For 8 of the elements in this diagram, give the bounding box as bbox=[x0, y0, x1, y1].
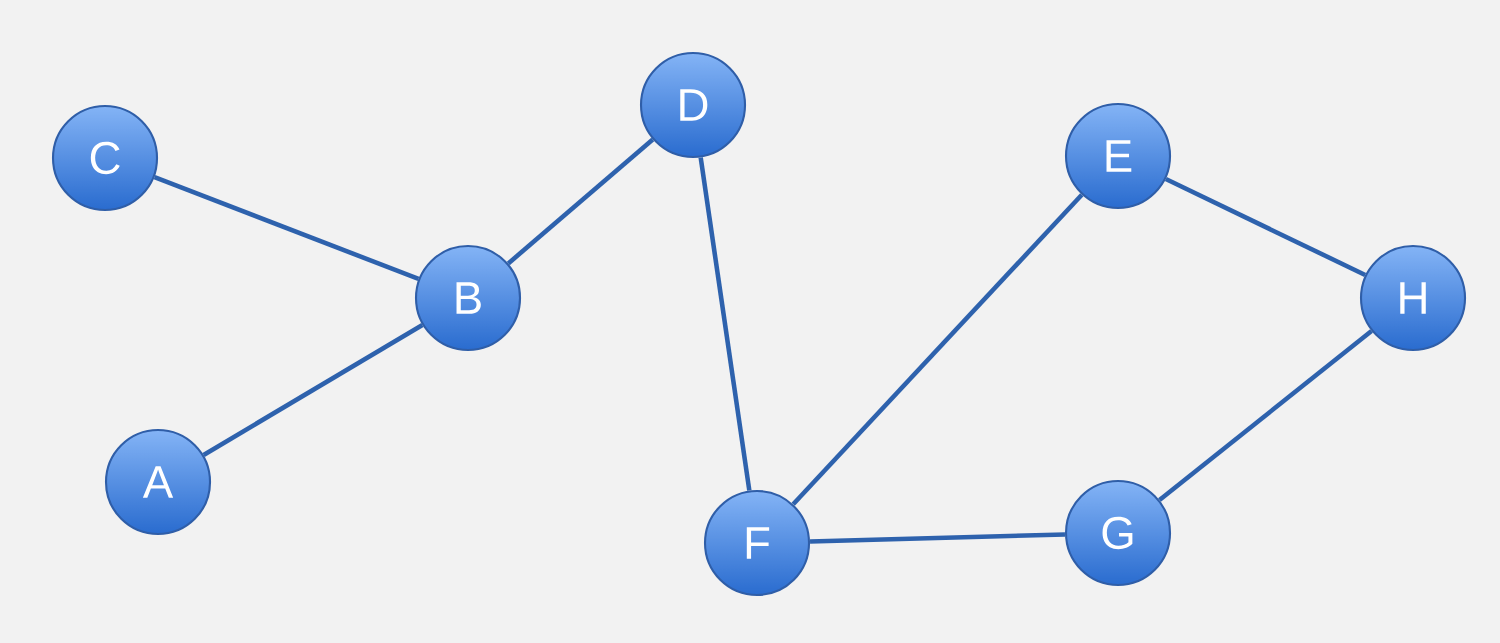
connector-line bbox=[1158, 329, 1373, 502]
connector-line bbox=[698, 157, 752, 491]
connector-line bbox=[506, 137, 655, 266]
connector-line bbox=[153, 174, 420, 282]
connector-line bbox=[202, 323, 424, 457]
connector-line bbox=[1164, 176, 1367, 278]
connector-line bbox=[809, 532, 1066, 544]
connector-line bbox=[791, 193, 1084, 506]
